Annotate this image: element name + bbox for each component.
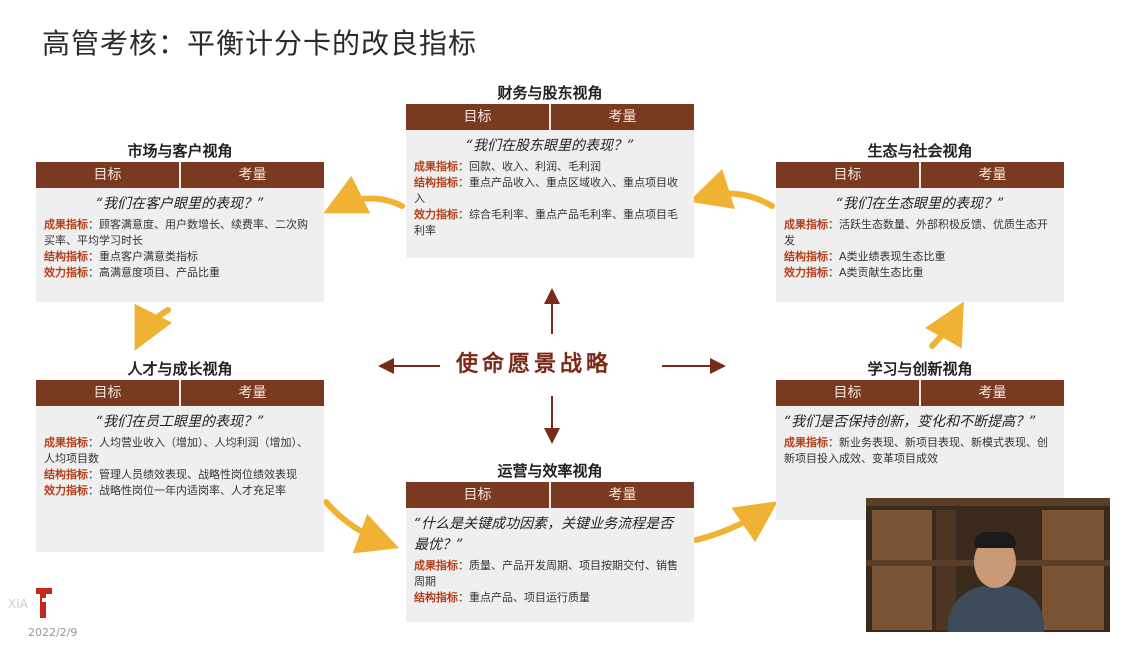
talent-line: 结构指标：管理人员绩效表现、战略性岗位绩效表现 [44,468,297,481]
market-heading: 市场与客户视角 [127,142,233,160]
talent-heading: 人才与成长视角 [127,360,233,378]
talent-col-measure: 考量 [238,385,267,401]
finance-line: 成果指标：回款、收入、利润、毛利润 [414,160,601,173]
learning-bar: 目标 考量 [776,380,1064,406]
operations-bar: 目标 考量 [406,482,694,508]
gold-arrow-ecology-finance [688,168,775,210]
talent-line: 效力指标：战略性岗位一年内适岗率、人才充足率 [44,484,286,497]
market-box: 市场与客户视角 目标 考量 “我们在客户眼里的表现？” 成果指标：顾客满意度、用… [36,140,324,302]
brand-logo-icon: XIA [8,588,52,618]
market-line: 成果指标：顾客满意度、用户数增长、续费率、二次购买率、平均学习时长 [44,218,308,247]
finance-content: “我们在股东眼里的表现？” 成果指标：回款、收入、利润、毛利润 结构指标：重点产… [406,130,694,258]
ecology-bar: 目标 考量 [776,162,1064,188]
market-col-goal: 目标 [36,162,181,188]
operations-line: 结构指标：重点产品、项目运行质量 [414,591,590,604]
market-bar: 目标 考量 [36,162,324,188]
operations-col-measure: 考量 [608,487,637,503]
ecology-content: “我们在生态眼里的表现？” 成果指标：活跃生态数量、外部积极反馈、优质生态开发 … [776,188,1064,302]
ecology-col-goal: 目标 [776,162,921,188]
gold-arrow-finance-market [323,175,405,214]
market-line: 效力指标：高满意度项目、产品比重 [44,266,220,279]
footer-date: 2022/2/9 [28,626,78,639]
ecology-box: 生态与社会视角 目标 考量 “我们在生态眼里的表现？” 成果指标：活跃生态数量、… [776,140,1064,302]
presenter-video [866,498,1110,632]
operations-question: “什么是关键成功因素，关键业务流程是否最优？” [414,516,674,553]
market-line: 结构指标：重点客户满意类指标 [44,250,198,263]
gold-arrow-talent-ops [323,499,400,554]
talent-box: 人才与成长视角 目标 考量 “我们在员工眼里的表现？” 成果指标：人均营业收入（… [36,358,324,552]
operations-heading: 运营与效率视角 [497,462,603,480]
talent-bar: 目标 考量 [36,380,324,406]
talent-col-goal: 目标 [36,380,181,406]
ecology-line: 结构指标：A类业绩表现生态比重 [784,250,946,263]
learning-col-measure: 考量 [978,385,1007,401]
learning-question: “我们是否保持创新，变化和不断提高？” [784,414,1037,430]
talent-line: 成果指标：人均营业收入（增加）、人均利润（增加）、人均项目数 [44,436,308,465]
finance-line: 结构指标：重点产品收入、重点区域收入、重点项目收入 [414,176,678,205]
ecology-col-measure: 考量 [978,167,1007,183]
talent-question: “我们在员工眼里的表现？” [95,414,265,430]
gold-arrow-market-talent [134,303,173,351]
market-question: “我们在客户眼里的表现？” [95,196,265,212]
operations-line: 成果指标：质量、产品开发周期、项目按期交付、销售周期 [414,559,678,588]
gold-arrow-ops-learning [693,501,778,543]
finance-question: “我们在股东眼里的表现？” [465,138,635,154]
gold-arrow-learning-ecology [925,301,964,349]
presenter-body [948,586,1044,632]
learning-box: 学习与创新视角 目标 考量 “我们是否保持创新，变化和不断提高？” 成果指标：新… [776,358,1064,520]
operations-box: 运营与效率视角 目标 考量 “什么是关键成功因素，关键业务流程是否最优？” 成果… [406,460,694,622]
ecology-line: 效力指标：A类贡献生态比重 [784,266,924,279]
learning-line: 成果指标：新业务表现、新项目表现、新模式表现、创新项目投入成效、变革项目成效 [784,436,1048,465]
operations-col-goal: 目标 [406,482,551,508]
operations-content: “什么是关键成功因素，关键业务流程是否最优？” 成果指标：质量、产品开发周期、项… [406,508,694,622]
finance-col-measure: 考量 [608,109,637,125]
ecology-heading: 生态与社会视角 [867,142,973,160]
slide-title: 高管考核：平衡计分卡的改良指标 [42,27,478,60]
finance-line: 效力指标：综合毛利率、重点产品毛利率、重点项目毛利率 [414,208,678,237]
svg-text:XIA: XIA [8,597,29,611]
ecology-question: “我们在生态眼里的表现？” [835,196,1005,212]
center-label: 使命愿景战略 [456,351,613,377]
finance-col-goal: 目标 [406,104,551,130]
finance-box: 财务与股东视角 目标 考量 “我们在股东眼里的表现？” 成果指标：回款、收入、利… [406,82,694,258]
learning-col-goal: 目标 [776,380,921,406]
ecology-line: 成果指标：活跃生态数量、外部积极反馈、优质生态开发 [784,218,1048,247]
talent-content: “我们在员工眼里的表现？” 成果指标：人均营业收入（增加）、人均利润（增加）、人… [36,406,324,552]
finance-heading: 财务与股东视角 [497,84,603,102]
finance-bar: 目标 考量 [406,104,694,130]
market-col-measure: 考量 [238,167,267,183]
learning-heading: 学习与创新视角 [867,360,973,378]
market-content: “我们在客户眼里的表现？” 成果指标：顾客满意度、用户数增长、续费率、二次购买率… [36,188,324,302]
